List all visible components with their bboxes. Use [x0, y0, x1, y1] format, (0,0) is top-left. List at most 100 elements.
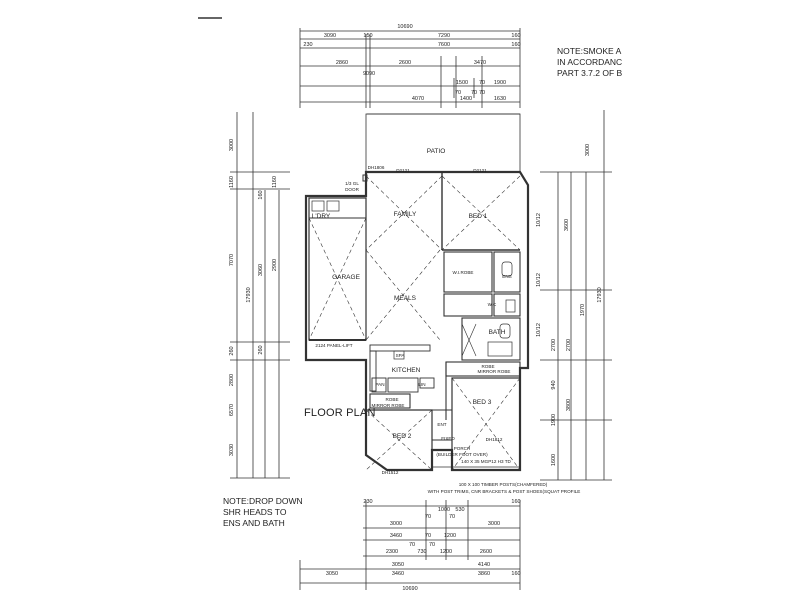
dim-left-a6: 6570 — [229, 404, 235, 416]
garage-door-label: 2124 PANEL-LIFT — [315, 343, 352, 348]
room-laundry: L'DRY — [312, 213, 331, 220]
dim-bottom-r4-5: 1200 — [440, 549, 452, 555]
door-label: DOOR — [345, 187, 359, 192]
robe-label-bed2: MIRROR ROBE — [372, 403, 405, 408]
dim-left-a7: 3030 — [229, 444, 235, 456]
dim-top-r6-3: 70 — [479, 90, 485, 96]
dim-top-r7-2: 70 — [471, 90, 477, 96]
dim-bottom-r3-1: 3460 — [390, 533, 402, 539]
room-entry: ENT — [437, 422, 446, 427]
door-glass-label: 1/3 GL — [345, 181, 359, 186]
dim-bottom-r1-2: 160 — [511, 499, 520, 505]
beam-note-2: 100 X 100 TIMBER POSTS(CHAMFERED) — [459, 482, 548, 487]
beam-note-3: WITH POST TRIMS, CNR BRACKETS & POST SHO… — [428, 489, 581, 494]
room-patio: PATIO — [427, 148, 446, 155]
dim-top-r5-1: 90 — [363, 71, 369, 77]
dim-bottom-r4-1: 2300 — [386, 549, 398, 555]
dim-bottom-r2-5: 530 — [455, 507, 464, 513]
dim-bottom-r2-1: 3000 — [390, 521, 402, 527]
dim-bottom-r5-1: 3050 — [392, 562, 404, 568]
dim-bottom-r6-4: 160 — [511, 571, 520, 577]
dim-left-overall: 17930 — [246, 287, 252, 302]
smoke-alarm-note: NOTE:SMOKE A IN ACCORDANC PART 3.7.2 OF … — [557, 46, 622, 79]
house-outline — [304, 170, 530, 472]
room-garage: GARAGE — [332, 274, 360, 281]
drop-note-line-1: NOTE:DROP DOWN — [223, 496, 303, 506]
dim-left-b2: 3060 — [258, 264, 264, 276]
bottom-dimension-text: 230 160 3000 70 1000 70 530 3000 3460 70… — [326, 499, 521, 592]
smoke-note-line-1: NOTE:SMOKE A — [557, 46, 622, 56]
room-bed3: BED 3 — [473, 399, 492, 406]
dim-top-overall: 10690 — [397, 24, 412, 30]
dim-bottom-r2-3: 1000 — [438, 507, 450, 513]
beam-notes: 140 X 35 MGP12 H3 TD 100 X 100 TIMBER PO… — [428, 459, 581, 494]
drop-note-line-2: SHR HEADS TO — [223, 507, 287, 517]
room-ensuite: ENS — [502, 274, 511, 279]
room-bed2: BED 2 — [393, 433, 412, 440]
porch-note: (BUILDER FOOT OVER) — [436, 452, 488, 457]
door-d2121-b: D2121 — [473, 168, 487, 173]
door-d2121-a: D2121 — [396, 168, 410, 173]
left-dimension-text: 3000 1160 7070 260 2800 6570 3030 17930 … — [229, 139, 278, 456]
dim-top-r6-4: 1630 — [494, 96, 506, 102]
dim-bottom-r2-6: 3000 — [488, 521, 500, 527]
dim-top-r6-2: 1400 — [460, 96, 472, 102]
dim-bottom-r1-1: 230 — [363, 499, 372, 505]
room-labels: PATIO FAMILY BED 1 L'DRY GARAGE MEALS W.… — [312, 148, 512, 457]
dim-top-r7-1: 70 — [455, 90, 461, 96]
top-dimension-lines — [299, 28, 521, 115]
fixed-panel-label: FIXED — [441, 436, 455, 441]
dim-bottom-r4-3: 730 — [417, 549, 426, 555]
room-robe-bed2: ROBE — [385, 397, 398, 402]
robe-label-hall: MIRROR ROBE — [478, 369, 511, 374]
dim-top-r2-2: 150 — [363, 33, 372, 39]
dim-right-b6: 1900 — [551, 414, 557, 426]
dim-right-overall: 17930 — [597, 287, 603, 302]
bottom-dimension-lines — [299, 500, 521, 590]
window-dh1812-bed3: DH1812 — [486, 437, 503, 442]
dim-bottom-r4-6: 2600 — [480, 549, 492, 555]
dim-top-r5-4: 70 — [479, 80, 485, 86]
dim-right-b2: 1970 — [580, 304, 586, 316]
dim-right-a3: 10/12 — [536, 213, 542, 227]
dim-left-a3: 7070 — [229, 254, 235, 266]
dim-bottom-r4-4: 70 — [429, 542, 435, 548]
dim-left-b4: 2900 — [272, 259, 278, 271]
dim-left-b1: 160 — [258, 190, 264, 199]
dim-top-r2-4: 160 — [511, 33, 520, 39]
room-bed1: BED 1 — [469, 213, 488, 220]
dim-top-r4-3: 3470 — [474, 60, 486, 66]
dim-right-b3: 2700 — [551, 339, 557, 351]
dim-left-a4: 260 — [229, 346, 235, 355]
dim-right-a2: 3600 — [564, 219, 570, 231]
beam-note-1: 140 X 35 MGP12 H3 TD — [461, 459, 511, 464]
dim-left-a2: 1160 — [229, 176, 235, 188]
dim-top-r3-2: 7600 — [438, 42, 450, 48]
dim-top-r2-3: 7290 — [438, 33, 450, 39]
dim-bottom-r4-2: 70 — [409, 542, 415, 548]
room-kitchen: KITCHEN — [392, 367, 421, 374]
room-pantry: PAN — [375, 382, 384, 387]
dim-bottom-r6-1: 3050 — [326, 571, 338, 577]
patio-outline — [365, 113, 521, 173]
dim-bottom-r3-2: 70 — [425, 533, 431, 539]
dim-top-r5-3: 1500 — [456, 80, 468, 86]
dim-left-a5: 2800 — [229, 374, 235, 386]
dim-bottom-r2-4: 70 — [449, 514, 455, 520]
dim-bottom-r6-2: 3460 — [392, 571, 404, 577]
dim-top-r4-2: 2600 — [399, 60, 411, 66]
smoke-note-line-3: PART 3.7.2 OF B — [557, 68, 623, 78]
room-robe-hall: ROBE — [481, 364, 494, 369]
window-dh1806: DH1806 — [368, 165, 385, 170]
dim-bottom-overall: 10690 — [402, 586, 417, 592]
room-porch: PORCH — [454, 446, 471, 451]
dim-left-b5: 1160 — [272, 176, 278, 188]
right-dimension-lines — [540, 110, 612, 481]
dim-right-b8: 1600 — [551, 454, 557, 466]
room-family: FAMILY — [394, 211, 417, 218]
dim-top-r2-1: 3090 — [324, 33, 336, 39]
dim-right-a1: 3000 — [585, 144, 591, 156]
top-dimension-text: 10690 3090 150 7290 160 230 7600 160 286… — [303, 24, 520, 102]
drop-note-line-3: ENS AND BATH — [223, 518, 285, 528]
